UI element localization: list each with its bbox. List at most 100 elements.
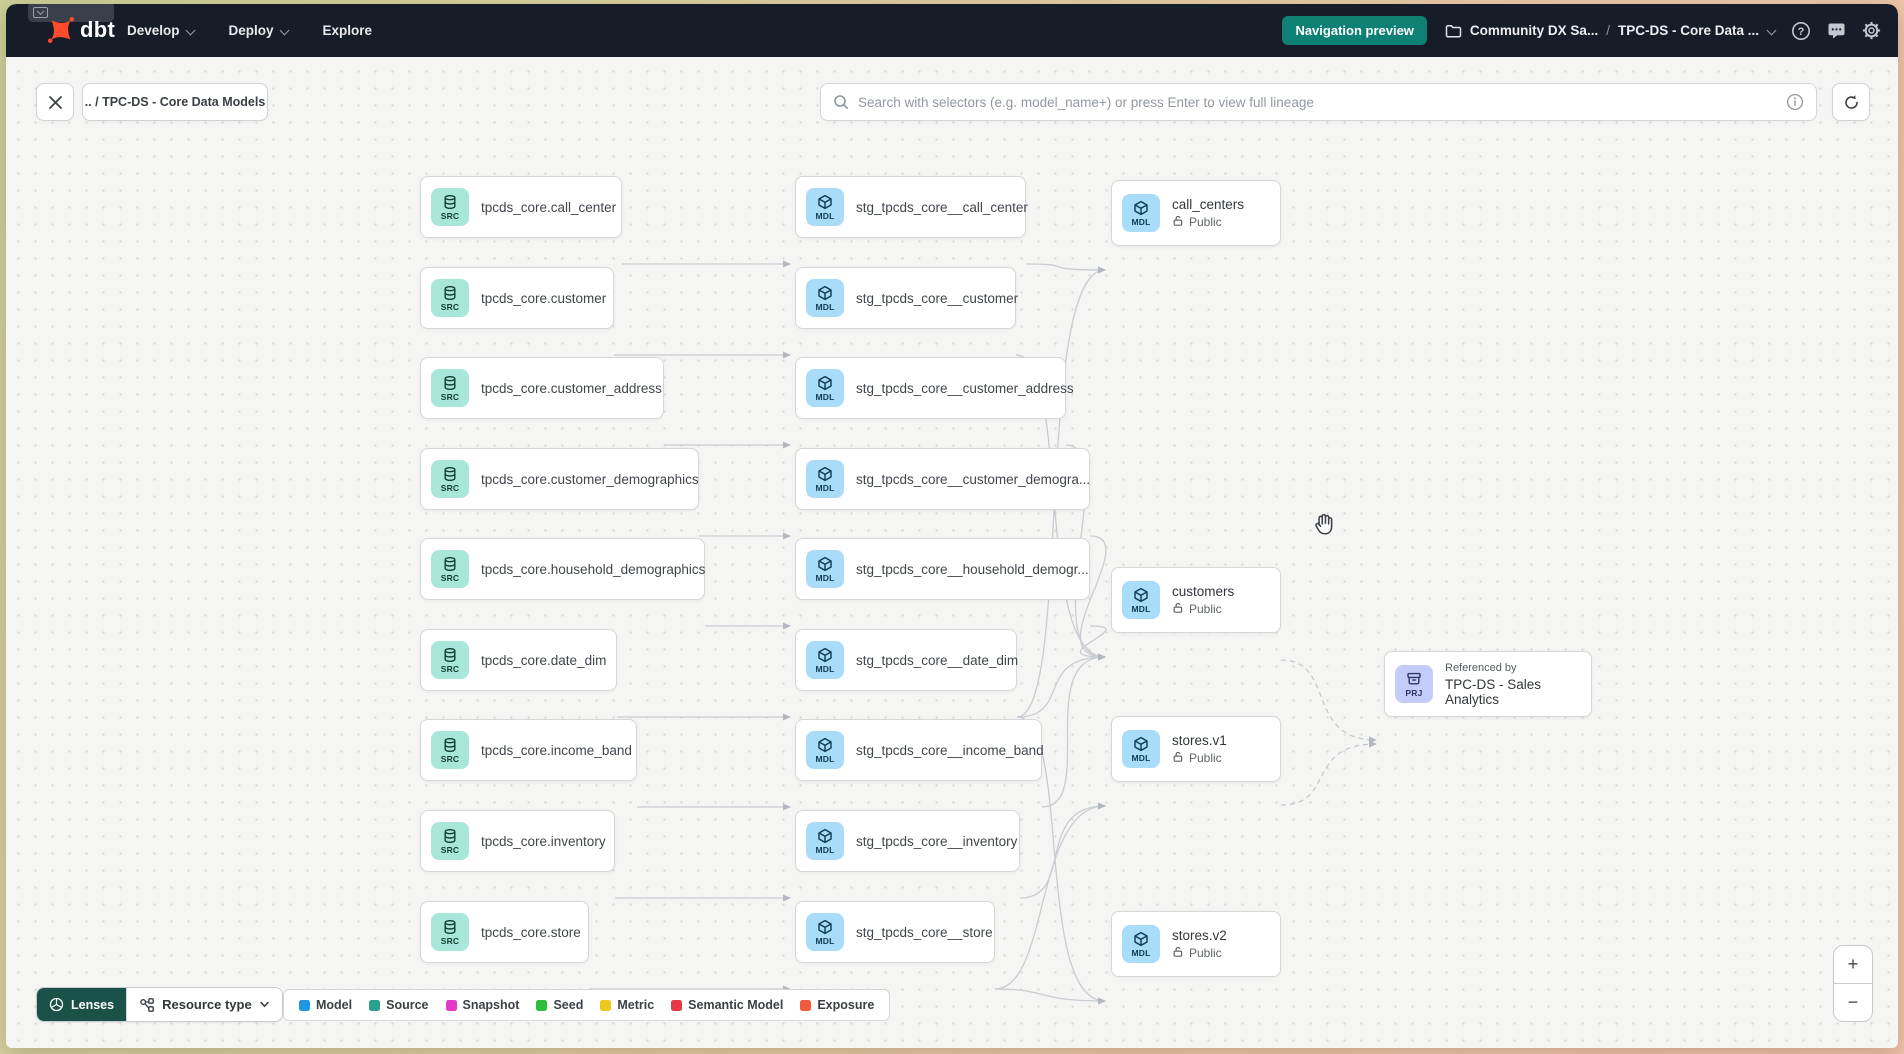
staging-model-node[interactable]: MDL stg_tpcds_core__date_dim [795,629,1018,691]
legend-item: Metric [600,998,654,1012]
refresh-button[interactable] [1832,83,1870,121]
lock-open-icon [1172,602,1184,617]
staging-model-node[interactable]: MDL stg_tpcds_core__customer_address [795,357,1074,419]
source-node[interactable]: SRC tpcds_core.customer_demographics [420,448,699,510]
model-badge-icon: MDL [1122,581,1160,619]
public-access-badge: Public [1172,751,1227,766]
source-node[interactable]: SRC tpcds_core.customer_address [420,357,664,419]
node-title: call_centers [1172,196,1245,212]
staging-model-node[interactable]: MDL stg_tpcds_core__household_demogr... [795,538,1090,600]
public-access-badge: Public [1172,946,1227,961]
node-label: stg_tpcds_core__customer_demogra... [856,471,1091,487]
logo-wordmark: dbt [80,17,116,42]
source-node[interactable]: SRC tpcds_core.inventory [420,810,615,872]
feedback-icon[interactable] [1825,20,1847,42]
breadcrumb-project[interactable]: Community DX Sa... [1469,23,1599,38]
legend-swatch [800,999,812,1011]
staging-model-node[interactable]: MDL stg_tpcds_core__income_band [795,719,1044,781]
breadcrumb-page[interactable]: TPC-DS - Core Data ... [1617,23,1759,38]
node-label: tpcds_core.date_dim [481,652,607,668]
public-model-node[interactable]: MDL customers Public [1111,567,1281,633]
model-badge-icon: MDL [806,188,844,226]
model-badge-icon: MDL [806,731,844,769]
zoom-out-button[interactable]: − [1847,992,1859,1012]
source-badge-icon: SRC [431,641,469,679]
nav-menu-develop[interactable]: Develop [127,23,195,38]
close-icon [48,95,62,109]
chevron-down-icon [280,26,289,35]
resource-type-dropdown[interactable]: Resource type [126,988,282,1021]
source-node[interactable]: SRC tpcds_core.income_band [420,719,637,781]
model-badge-icon: MDL [806,641,844,679]
node-label: tpcds_core.customer [481,290,607,306]
browser-capture-indicator [28,4,114,22]
source-badge-icon: SRC [431,731,469,769]
node-title: customers [1172,583,1235,599]
legend-swatch [299,999,310,1011]
source-badge-icon: SRC [431,279,469,317]
navigation-preview-button[interactable]: Navigation preview [1282,16,1427,45]
settings-gear-icon[interactable] [1860,20,1882,42]
model-badge-icon: MDL [1122,730,1160,768]
node-label: tpcds_core.income_band [481,742,632,758]
lenses-button[interactable]: Lenses [37,988,127,1021]
node-title: TPC-DS - Sales Analytics [1445,676,1542,707]
search-input[interactable] [858,94,1786,110]
legend-swatch [600,999,612,1011]
lineage-search [820,83,1817,121]
source-node[interactable]: SRC tpcds_core.store [420,901,589,963]
app-window: SRC tpcds_core.call_center SRC tpcds_cor… [6,4,1898,1048]
staging-model-node[interactable]: MDL stg_tpcds_core__call_center [795,176,1028,238]
source-badge-icon: SRC [431,188,469,226]
lineage-canvas[interactable]: SRC tpcds_core.call_center SRC tpcds_cor… [6,57,1898,1048]
node-label: stg_tpcds_core__call_center [856,199,1028,215]
public-model-node[interactable]: MDL stores.v1 Public [1111,716,1281,782]
node-title: stores.v2 [1172,927,1227,943]
source-node[interactable]: SRC tpcds_core.call_center [420,176,622,238]
public-access-badge: Public [1172,215,1244,230]
model-badge-icon: MDL [806,369,844,407]
source-badge-icon: SRC [431,913,469,951]
chevron-down-icon[interactable] [1767,26,1776,35]
public-model-node[interactable]: MDL call_centers Public [1111,180,1281,246]
legend-item: Snapshot [445,998,519,1012]
svg-text:?: ? [1798,26,1805,38]
folder-icon [1445,24,1462,37]
resource-type-label: Resource type [162,997,252,1012]
referenced-project-node[interactable]: PRJ Referenced by TPC-DS - Sales Analyti… [1384,651,1592,717]
lenses-control: Lenses Resource type [36,987,283,1022]
legend-swatch [369,999,381,1011]
resource-type-legend: Model Source Snapshot Seed Metric Semant… [283,989,891,1021]
nav-menu-deploy[interactable]: Deploy [229,23,289,38]
lock-open-icon [1172,946,1184,961]
staging-model-node[interactable]: MDL stg_tpcds_core__customer [795,267,1018,329]
model-badge-icon: MDL [806,913,844,951]
help-icon[interactable]: ? [1790,20,1812,42]
staging-model-node[interactable]: MDL stg_tpcds_core__store [795,901,995,963]
dbt-logo-icon [47,16,75,44]
nav-menu-explore[interactable]: Explore [322,23,373,38]
lineage-breadcrumb-chip[interactable]: .. / TPC-DS - Core Data Models [82,83,268,121]
dbt-logo[interactable]: dbt [46,15,115,45]
staging-model-node[interactable]: MDL stg_tpcds_core__inventory [795,810,1020,872]
top-navbar: dbt Develop Deploy Explore Navigation pr… [6,4,1898,57]
source-badge-icon: SRC [431,460,469,498]
legend-item: Model [299,998,352,1012]
zoom-in-button[interactable]: + [1834,946,1872,984]
public-model-node[interactable]: MDL stores.v2 Public [1111,911,1281,977]
source-node[interactable]: SRC tpcds_core.customer [420,267,614,329]
node-label: stg_tpcds_core__household_demogr... [856,561,1089,577]
source-node[interactable]: SRC tpcds_core.date_dim [420,629,617,691]
info-icon[interactable] [1786,93,1804,111]
model-badge-icon: MDL [806,550,844,588]
node-label: tpcds_core.call_center [481,199,617,215]
source-node[interactable]: SRC tpcds_core.household_demographics [420,538,705,600]
source-badge-icon: SRC [431,822,469,860]
close-lineage-button[interactable] [36,83,74,121]
model-badge-icon: MDL [806,279,844,317]
staging-model-node[interactable]: MDL stg_tpcds_core__customer_demogra... [795,448,1090,510]
source-badge-icon: SRC [431,369,469,407]
legend-swatch [671,999,683,1011]
lenses-icon [49,997,64,1012]
legend-item: Source [369,998,429,1012]
